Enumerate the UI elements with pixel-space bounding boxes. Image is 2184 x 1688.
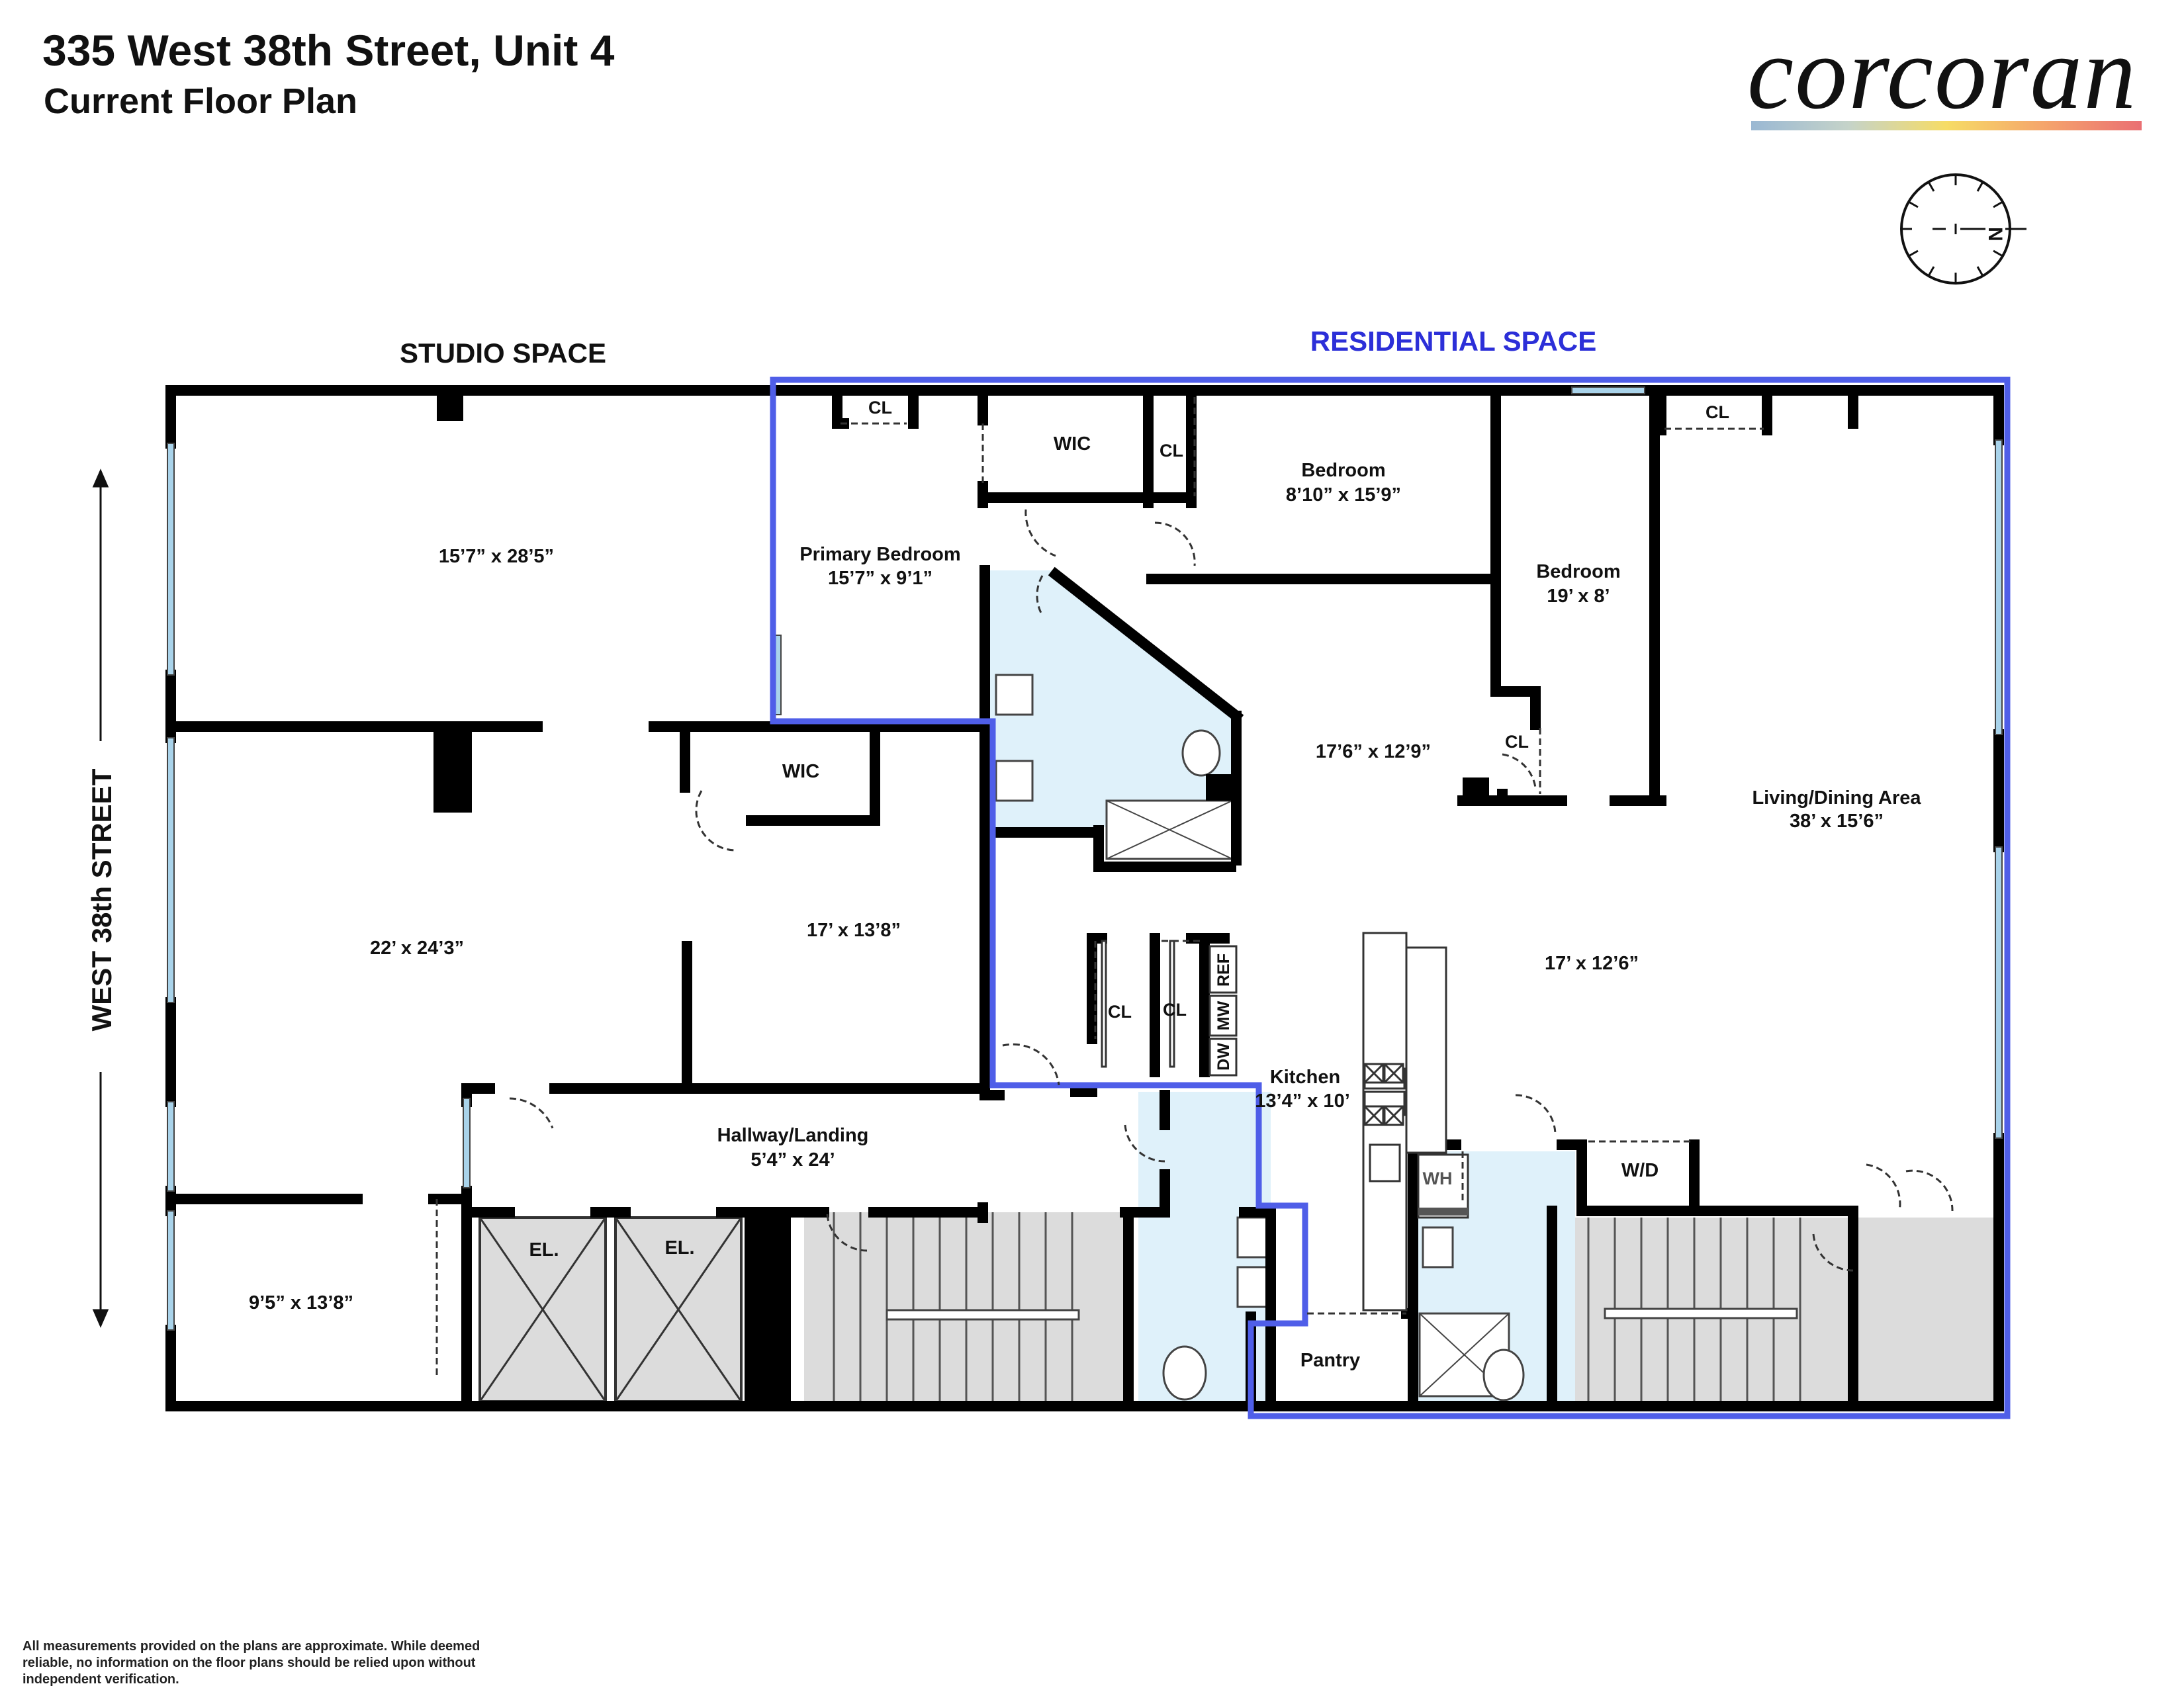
columns: [433, 394, 1489, 1404]
primary-bedroom-name: Primary Bedroom: [799, 544, 960, 565]
elevator-2: [614, 1216, 743, 1403]
studio-space-label: STUDIO SPACE: [400, 337, 606, 369]
compass-icon: N: [1900, 173, 2026, 285]
stair-well-left: [804, 1212, 1125, 1403]
kitchen-dims: 13’4” x 10’: [1255, 1090, 1350, 1112]
disclaimer-text: All measurements provided on the plans a…: [23, 1639, 480, 1687]
stove-icon: [1363, 1063, 1404, 1126]
primary-wic-label: WIC: [1054, 433, 1091, 455]
bedroom-2-cl-label: CL: [1160, 441, 1183, 461]
pantry-label: Pantry: [1300, 1350, 1360, 1371]
doors: [435, 397, 1954, 1376]
elevator-1-label: EL.: [529, 1239, 559, 1261]
primary-bedroom-dims: 15’7” x 9’1”: [828, 568, 933, 589]
bedroom-3-name: Bedroom: [1536, 561, 1620, 582]
studio-wic-label: WIC: [782, 761, 819, 782]
bedroom-2-dims: 8’10” x 15’9”: [1286, 484, 1401, 506]
living-dining-name: Living/Dining Area: [1752, 787, 1921, 809]
studio-top-dims: 15’7” x 28’5”: [439, 546, 554, 567]
ref-label: REF: [1214, 954, 1233, 987]
street-label: WEST 38th STREET: [86, 768, 117, 1031]
water-heater: [1417, 1153, 1469, 1219]
room-labels: 15’7” x 28’5” 22’ x 24’3” 9’5” x 13’8” W…: [249, 398, 1921, 1371]
page-subtitle: Current Floor Plan: [44, 81, 358, 121]
studio-main-dims: 22’ x 24’3”: [370, 938, 464, 959]
dw-label: DW: [1214, 1043, 1233, 1071]
page-title: 335 West 38th Street, Unit 4: [42, 26, 615, 75]
center-room-dims: 17’6” x 12’9”: [1316, 741, 1431, 762]
street-arrow: [92, 468, 109, 1328]
hall-cl-2-label: CL: [1163, 1000, 1187, 1020]
primary-cl-label: CL: [868, 398, 892, 418]
corcoran-logo: corcoran: [1747, 15, 2138, 131]
compass-north-label: N: [1984, 227, 2006, 242]
hall-cl-1-label: CL: [1108, 1002, 1132, 1022]
kitchen-name: Kitchen: [1270, 1067, 1340, 1088]
studio-office-dims: 17’ x 13’8”: [807, 920, 901, 941]
bedroom-3-cl-label: CL: [1505, 732, 1529, 752]
mw-label: MW: [1214, 1000, 1233, 1030]
elevator-2-label: EL.: [664, 1237, 694, 1259]
residential-boundary: [770, 377, 2011, 1419]
logo-gradient-bar: [1751, 121, 2142, 130]
washer-dryer-label: W/D: [1621, 1160, 1659, 1181]
water-heater-label: WH: [1423, 1169, 1453, 1188]
living-dining-dims: 38’ x 15’6”: [1790, 811, 1884, 832]
stair-well-right: [1557, 1218, 1993, 1403]
primary-bathroom: [985, 570, 1234, 860]
living-cl-label: CL: [1706, 402, 1729, 422]
hallway-name: Hallway/Landing: [717, 1125, 869, 1146]
bedroom-3-dims: 19’ x 8’: [1547, 586, 1610, 607]
bedroom-2-name: Bedroom: [1301, 460, 1385, 481]
hallway-dims: 5’4” x 24’: [751, 1149, 835, 1171]
dining-dims: 17’ x 12’6”: [1545, 953, 1639, 974]
windows: [167, 386, 2003, 1331]
studio-bottom-dims: 9’5” x 13’8”: [249, 1292, 353, 1313]
residential-space-label: RESIDENTIAL SPACE: [1310, 326, 1597, 357]
